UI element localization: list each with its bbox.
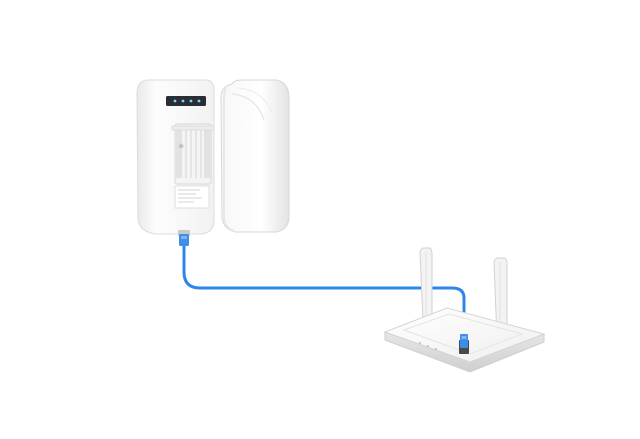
product-label xyxy=(174,185,210,209)
router-status-led-icon xyxy=(419,342,421,344)
mounting-bracket xyxy=(171,123,215,185)
rj45-connector xyxy=(179,234,189,246)
led-signal-icon xyxy=(197,99,201,103)
led-panel xyxy=(166,96,206,106)
access-point-front-cover xyxy=(220,79,290,233)
wireless-router xyxy=(383,247,546,373)
led-lan-icon xyxy=(181,99,185,103)
cover-arc-emboss xyxy=(231,93,265,121)
outdoor-access-point xyxy=(136,79,215,246)
ethernet-cable xyxy=(182,244,466,354)
led-wlan-icon xyxy=(189,99,193,103)
led-power-icon xyxy=(173,99,177,103)
